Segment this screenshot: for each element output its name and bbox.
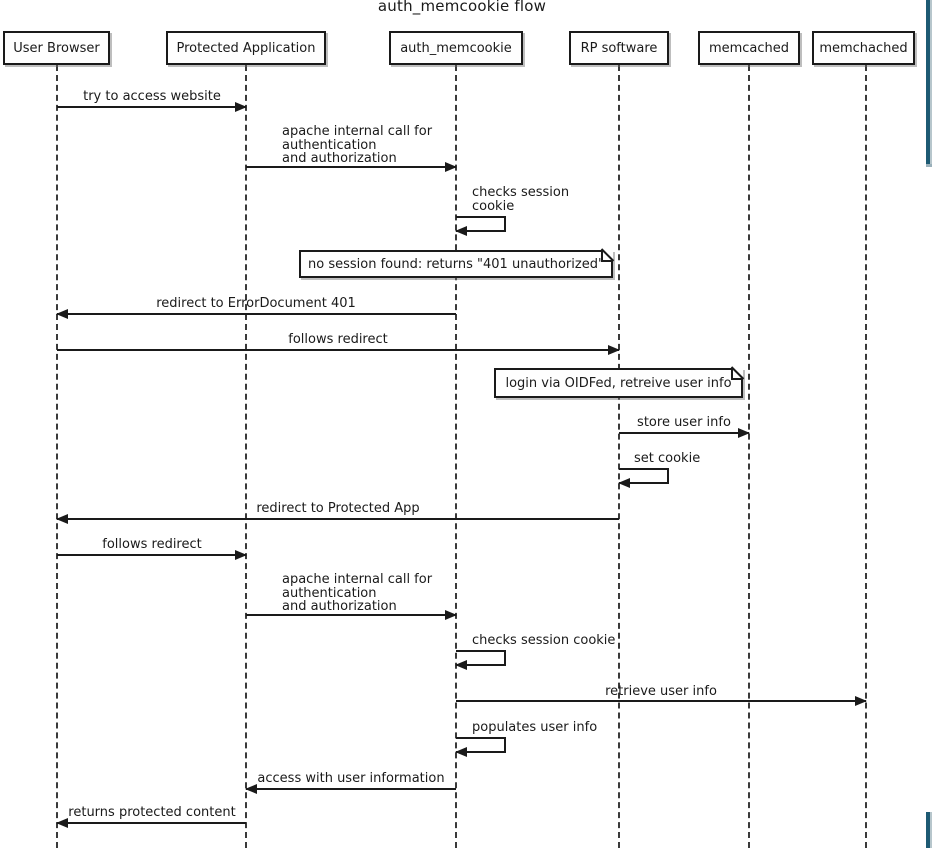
arrowhead-right-icon — [608, 345, 620, 355]
message-label: follows redirect — [102, 537, 202, 552]
message-arrow — [246, 162, 457, 172]
message-label: populates user info — [472, 720, 598, 735]
message-arrow — [57, 345, 620, 355]
actor-box-memchached: memchached — [812, 31, 915, 65]
message-label: checks session cookie — [472, 185, 570, 214]
message-label: apache internal call for authentication … — [282, 124, 433, 167]
actor-box-protected-application: Protected Application — [166, 31, 326, 65]
actor-label: auth_memcookie — [400, 40, 512, 56]
scrollbar-track-edge — [930, 0, 932, 164]
arrowhead-left-icon — [245, 784, 257, 794]
arrowhead-left-icon — [56, 514, 68, 524]
note-fold-icon — [731, 368, 743, 380]
self-message-loop — [455, 650, 506, 670]
actor-label: RP software — [580, 40, 658, 56]
actor-label: memcached — [708, 40, 790, 56]
message-arrow — [57, 102, 247, 112]
self-message-loop — [618, 468, 669, 488]
message-label: store user info — [637, 415, 731, 430]
self-message-loop — [455, 216, 506, 236]
arrowhead-left-icon — [56, 309, 68, 319]
scrollbar-thumb-top[interactable] — [926, 0, 930, 164]
self-message-loop — [455, 737, 506, 757]
actor-label: memchached — [819, 40, 908, 56]
message-arrow — [246, 610, 457, 620]
scrollbar-thumb-bottom[interactable] — [926, 812, 930, 848]
message-arrow — [56, 818, 246, 828]
arrowhead-left-icon — [455, 747, 467, 757]
message-arrow — [57, 550, 247, 560]
message-label: try to access website — [83, 89, 221, 104]
lifeline-memcached — [748, 65, 750, 848]
message-label: checks session cookie — [472, 633, 616, 648]
actor-box-rp-software: RP software — [569, 31, 669, 65]
note-fold-icon — [601, 250, 613, 262]
lifeline-rp-software — [618, 65, 620, 848]
arrowhead-right-icon — [738, 428, 750, 438]
note: no session found: returns "401 unauthori… — [299, 250, 613, 278]
diagram-title: auth_memcookie flow — [377, 0, 547, 15]
actor-label: Protected Application — [176, 40, 316, 56]
message-label: returns protected content — [68, 805, 236, 820]
note: login via OIDFed, retreive user info — [494, 368, 743, 398]
lifeline-auth-memcookie — [455, 65, 457, 848]
message-label: access with user information — [257, 771, 445, 786]
arrowhead-right-icon — [235, 102, 247, 112]
note-text: login via OIDFed, retreive user info — [505, 375, 732, 391]
arrowhead-left-icon — [455, 660, 467, 670]
message-arrow — [56, 309, 456, 319]
lifeline-protected-application — [245, 65, 247, 848]
actor-box-user-browser: User Browser — [3, 31, 110, 65]
lifeline-user-browser — [56, 65, 58, 848]
arrowhead-right-icon — [855, 696, 867, 706]
arrowhead-right-icon — [445, 162, 457, 172]
message-arrow — [456, 696, 867, 706]
message-label: retrieve user info — [605, 684, 717, 699]
scrollbar-thumb-cap — [926, 164, 932, 167]
message-label: set cookie — [634, 451, 701, 466]
actor-label: User Browser — [13, 40, 100, 56]
message-label: follows redirect — [288, 332, 388, 347]
arrowhead-right-icon — [445, 610, 457, 620]
arrowhead-right-icon — [235, 550, 247, 560]
arrowhead-left-icon — [455, 226, 467, 236]
actor-box-memcached: memcached — [698, 31, 800, 65]
scrollbar-track-edge — [930, 812, 932, 848]
note-text: no session found: returns "401 unauthori… — [308, 256, 604, 272]
arrowhead-left-icon — [56, 818, 68, 828]
message-label: apache internal call for authentication … — [282, 572, 433, 615]
message-arrow — [56, 514, 619, 524]
message-label: redirect to ErrorDocument 401 — [156, 296, 356, 311]
lifeline-memchached — [865, 65, 867, 848]
message-arrow — [619, 428, 750, 438]
arrowhead-left-icon — [618, 478, 630, 488]
message-label: redirect to Protected App — [256, 501, 420, 516]
actor-box-auth-memcookie: auth_memcookie — [389, 31, 523, 65]
message-arrow — [245, 784, 456, 794]
